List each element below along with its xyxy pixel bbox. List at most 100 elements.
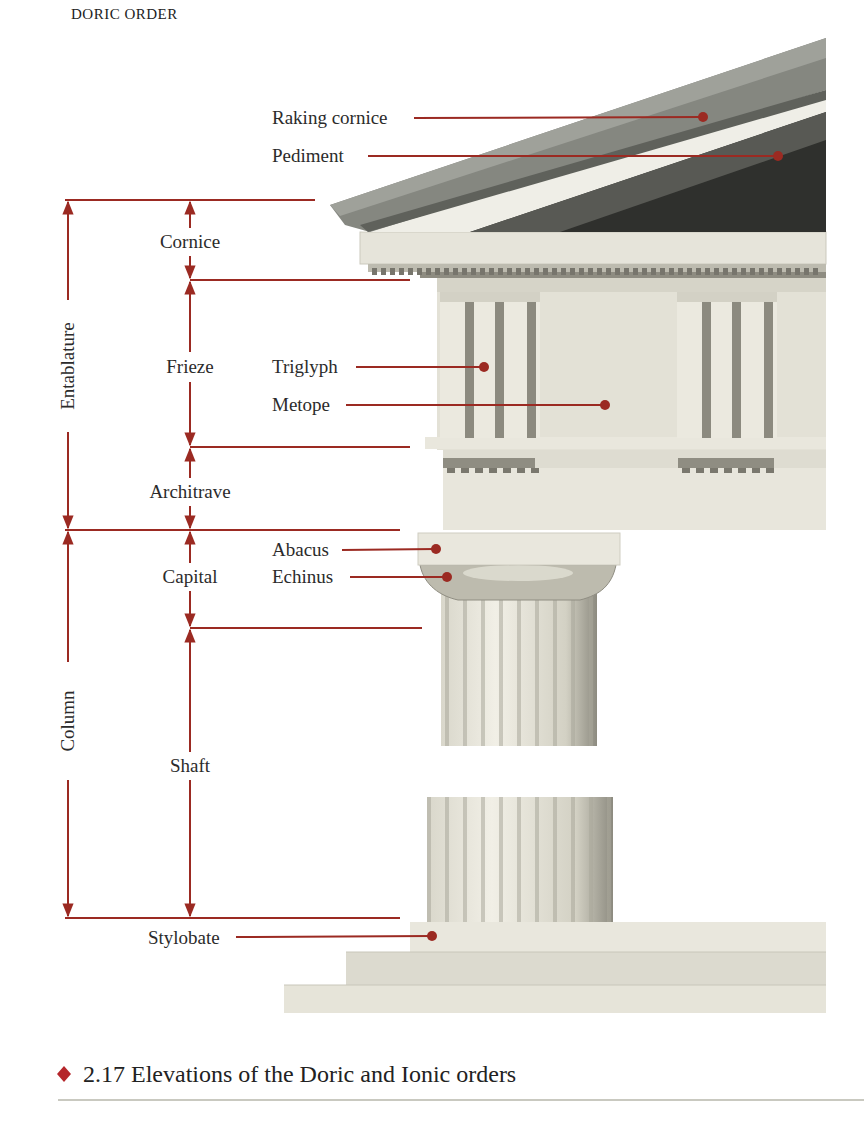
mutule-drop [534, 268, 539, 275]
mutule-drop [552, 268, 557, 275]
taenia [443, 450, 826, 468]
architrave [443, 468, 826, 530]
mutule-drop [417, 268, 422, 275]
mutule-drop [786, 268, 791, 275]
part-label: Raking cornice [269, 107, 391, 129]
bracket-lines [65, 117, 778, 937]
mutule-drop [624, 268, 629, 275]
caption-diamond [57, 1066, 71, 1082]
gutta [724, 468, 732, 473]
gutta [503, 468, 511, 473]
gutta [489, 468, 497, 473]
mutule-drop [480, 268, 485, 275]
part-label: Metope [269, 394, 333, 416]
mutule-drop [768, 268, 773, 275]
cornice [360, 232, 826, 278]
part-label: Abacus [269, 539, 332, 561]
mutule-drop [714, 268, 719, 275]
gutta [461, 468, 469, 473]
part-label: Pediment [269, 145, 347, 167]
mutule-drop [813, 268, 818, 275]
mutule-drop [642, 268, 647, 275]
mutule-drop [777, 268, 782, 275]
mutule-drop [759, 268, 764, 275]
frieze [437, 278, 826, 450]
mutule-drop [471, 268, 476, 275]
mutule-drop [507, 268, 512, 275]
gutta [531, 468, 539, 473]
mutule-drop [723, 268, 728, 275]
mutule-drop [516, 268, 521, 275]
mutule-drop [705, 268, 710, 275]
mutule-drop [579, 268, 584, 275]
mutule-drop [453, 268, 458, 275]
gutta [766, 468, 774, 473]
pediment [330, 38, 826, 232]
mutule-drop [390, 268, 395, 275]
mutule-drop [606, 268, 611, 275]
mutule-drop [678, 268, 683, 275]
part-label: Shaft [167, 755, 213, 777]
gutta [752, 468, 760, 473]
part-label: Architrave [146, 481, 233, 503]
triglyph [440, 292, 540, 438]
gutta [682, 468, 690, 473]
leader-dots [427, 112, 783, 941]
part-label: Echinus [269, 566, 336, 588]
abacus [418, 533, 620, 565]
mutule-drop [444, 268, 449, 275]
gutta [517, 468, 525, 473]
mutule-drop [669, 268, 674, 275]
echinus [420, 565, 616, 600]
column-shaft-upper [441, 593, 597, 746]
caption-rule [58, 1099, 864, 1101]
part-label: Stylobate [145, 927, 223, 949]
gutta [475, 468, 483, 473]
mutule-drop [750, 268, 755, 275]
mutule-drop [489, 268, 494, 275]
mutule-drop [804, 268, 809, 275]
part-label: Column [57, 687, 79, 754]
page-heading: DORIC ORDER [68, 3, 181, 25]
part-label: Cornice [157, 231, 223, 253]
mutule-drop [435, 268, 440, 275]
mutule-drop [399, 268, 404, 275]
mutule-drop [741, 268, 746, 275]
mutule-drop [633, 268, 638, 275]
triglyph [677, 292, 777, 438]
mutule-drop [660, 268, 665, 275]
mutule-drop [462, 268, 467, 275]
mutule-drop [615, 268, 620, 275]
mutule-drop [795, 268, 800, 275]
mutule-drop [696, 268, 701, 275]
mutule-drop [408, 268, 413, 275]
frieze-top [437, 278, 826, 292]
gutta [738, 468, 746, 473]
gutta [696, 468, 704, 473]
frieze-ledge [425, 437, 826, 449]
part-label: Entablature [57, 319, 79, 413]
mutule-drop [381, 268, 386, 275]
mutule-drop [570, 268, 575, 275]
mutule-drop [687, 268, 692, 275]
part-label: Triglyph [269, 356, 341, 378]
part-label: Capital [160, 566, 221, 588]
mutule-drop [498, 268, 503, 275]
mutule-drop [588, 268, 593, 275]
mutule-drop [597, 268, 602, 275]
mutule-drop [732, 268, 737, 275]
mutule-drop [543, 268, 548, 275]
figure-caption: 2.17 Elevations of the Doric and Ionic o… [80, 1063, 519, 1085]
mutule-drops [372, 268, 818, 275]
mutule-drop [651, 268, 656, 275]
mutule-drop [525, 268, 530, 275]
echinus-highlight [463, 565, 573, 581]
column-shaft-lower [427, 797, 613, 922]
part-label: Frieze [163, 356, 216, 378]
mutule-drop [372, 268, 377, 275]
gutta [447, 468, 455, 473]
guttae [447, 468, 774, 473]
mutule-drop [561, 268, 566, 275]
regulae [443, 458, 774, 468]
